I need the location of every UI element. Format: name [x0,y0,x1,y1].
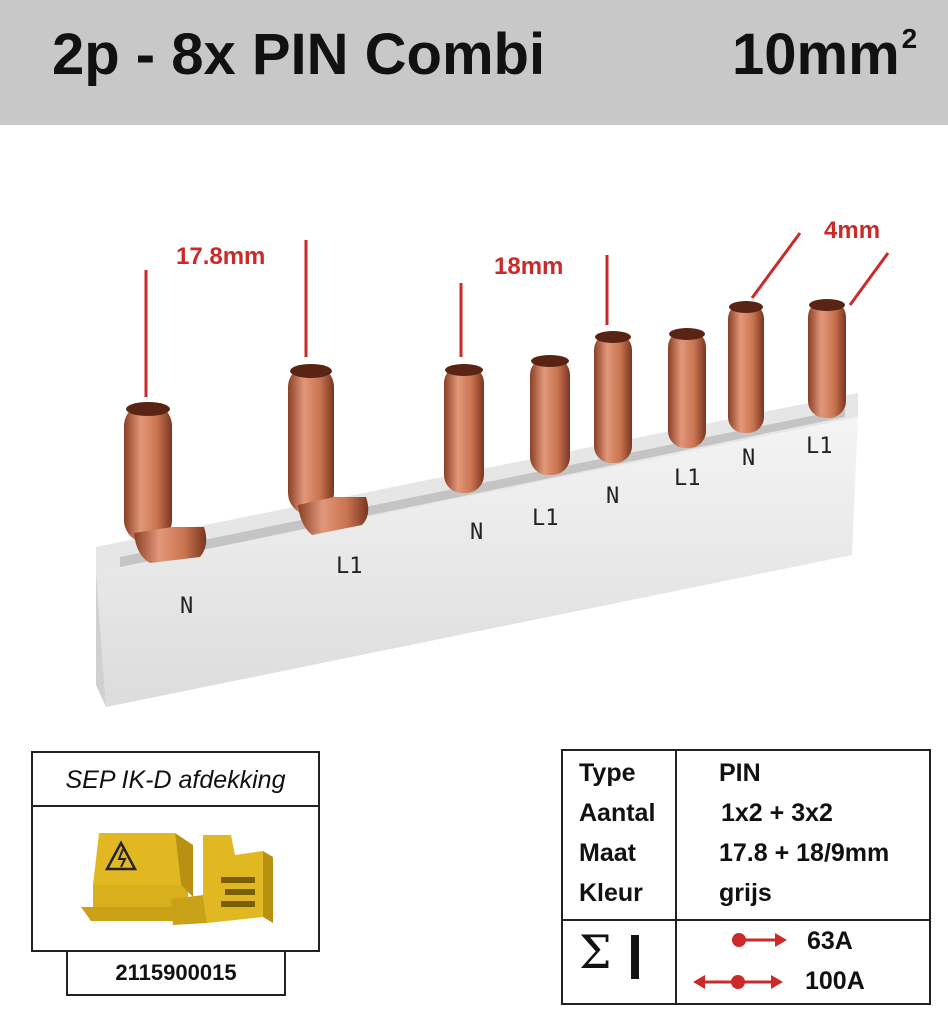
marking-6: L1 [674,466,701,491]
dim-line-3a [750,232,802,299]
housing-end [96,547,106,707]
sigma-symbol: Σ [579,925,612,979]
current-single-value: 63A [807,927,853,955]
current-double-value: 100A [805,967,865,995]
pin-6 [668,328,706,448]
marking-1: N [180,594,193,619]
cover-panel: SEP IK-D afdekking [31,751,320,952]
pin-4 [530,355,570,475]
marking-8: L1 [806,434,833,459]
size-superscript: 2 [901,22,918,54]
marking-5: N [606,484,619,509]
spec-value-maat: 17.8 + 18/9mm [719,839,890,867]
product-image: N L1 N L1 N L1 N L1 17.8mm 18mm 4mm [0,125,948,735]
spec-key-kleur: Kleur [579,879,643,907]
dim-label-pitch-1: 17.8mm [176,243,266,270]
marking-7: N [742,446,755,471]
warning-icon [104,840,138,871]
housing-slot [120,409,845,567]
spec-value-kleur: grijs [719,879,772,907]
current-i-bar [631,935,639,979]
dim-line-3b [848,252,890,306]
cover-illustration [81,833,273,925]
pin-3 [444,364,484,493]
header-bar: 2p - 8x PIN Combi 10mm2 [0,0,948,125]
dim-label-pin-width: 4mm [824,217,881,244]
product-title: 2p - 8x PIN Combi [52,22,546,87]
spec-value-type: PIN [719,759,761,787]
spec-key-maat: Maat [579,839,636,867]
spec-key-aantal: Aantal [579,799,656,827]
spec-key-type: Type [579,759,636,787]
pin-7 [728,301,764,433]
cover-code: 2115900015 [66,952,286,996]
pin-8 [808,299,846,418]
size-value: 10mm [732,22,900,87]
marking-2: L1 [336,554,363,579]
cross-section-size: 10mm2 [732,22,918,84]
spec-value-aantal: 1x2 + 3x2 [721,799,833,827]
cover-title: SEP IK-D afdekking [33,753,318,807]
busbar-illustration: N L1 N L1 N L1 N L1 [96,232,890,707]
marking-4: L1 [532,506,559,531]
marking-3: N [470,520,483,545]
spec-table: Type PIN Aantal 1x2 + 3x2 Maat 17.8 + 18… [561,749,931,1005]
single-feed-icon [732,933,787,947]
pin-1 [124,402,207,563]
housing-front [96,417,858,707]
bar-markings: N L1 N L1 N L1 N L1 [180,434,833,619]
double-feed-icon [693,975,783,989]
dim-label-pitch-2: 18mm [494,253,564,280]
pin-2 [288,364,369,535]
pin-5 [594,331,632,463]
